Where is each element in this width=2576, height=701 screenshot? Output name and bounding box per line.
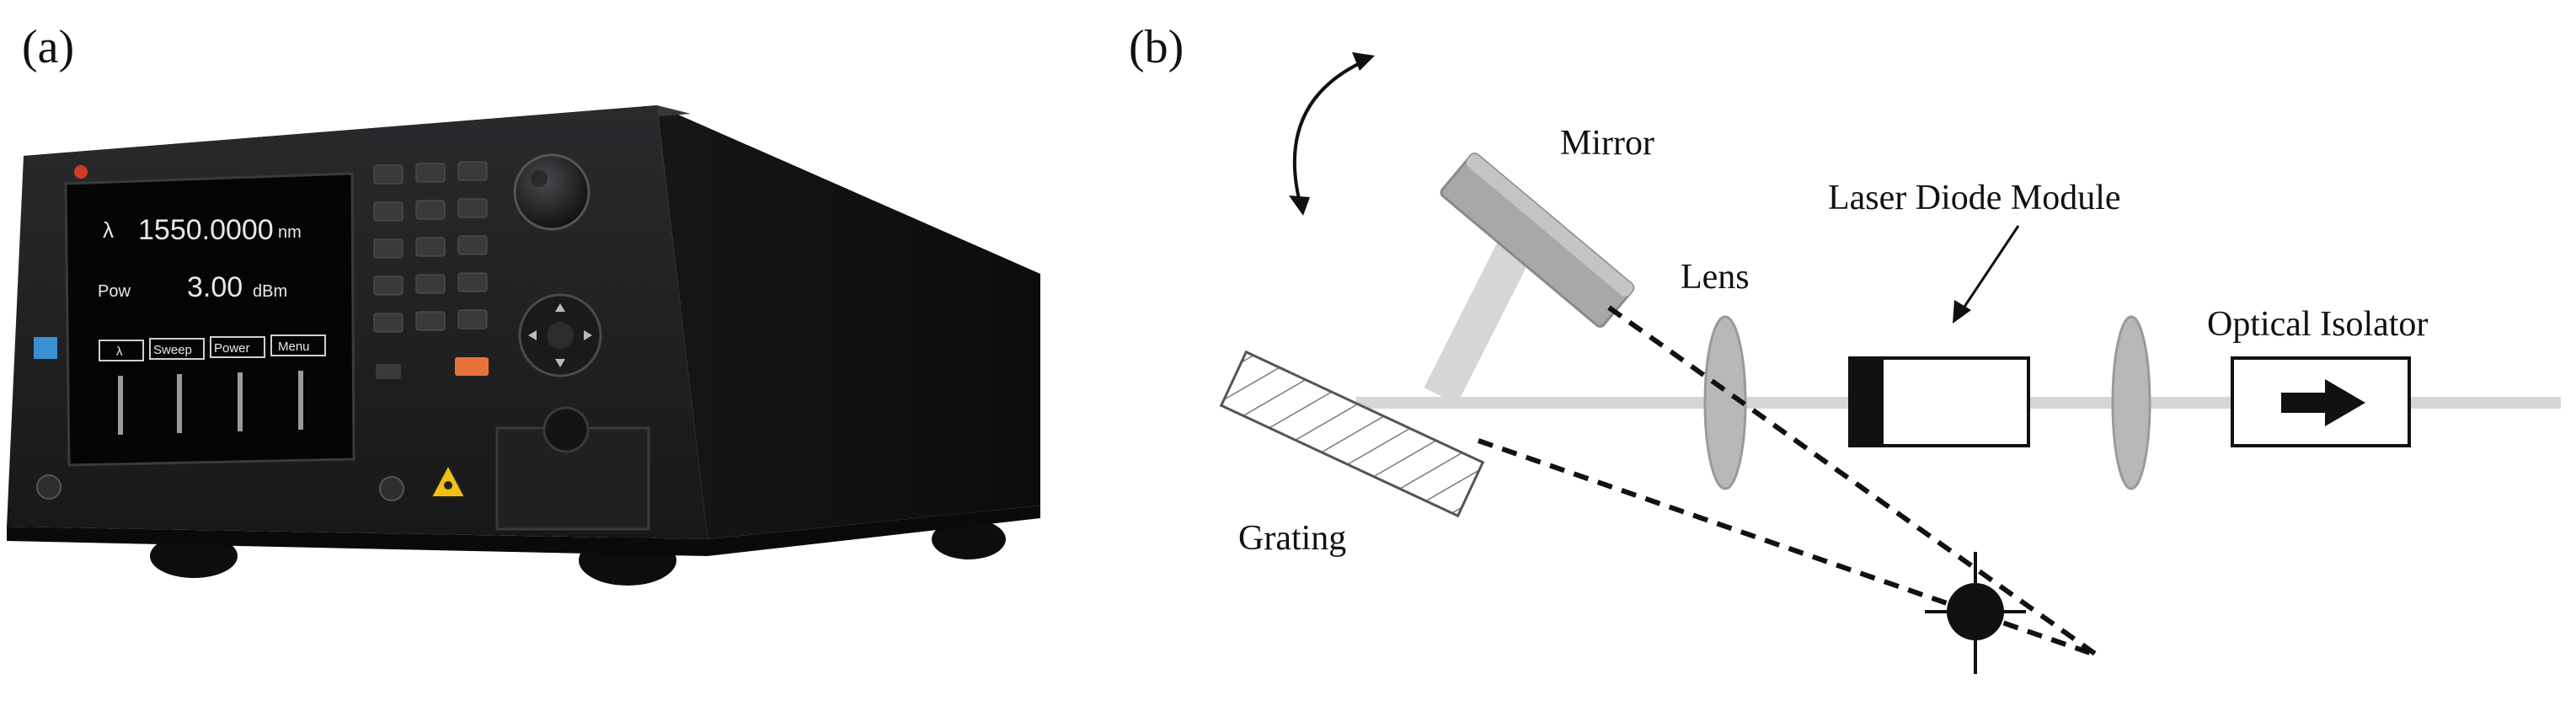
lcd-wavelength-value: 1550.0000 — [138, 214, 274, 246]
label-grating: Grating — [1238, 519, 1346, 558]
keypad-key-13 — [373, 313, 404, 333]
keypad-key-11 — [415, 274, 446, 294]
softkey-box-1 — [99, 340, 144, 361]
module-pointer-arrowhead-icon — [1953, 300, 1971, 324]
mirror-top-face — [1466, 153, 1633, 297]
fiber-connector-icon — [542, 406, 590, 453]
softkey-bar-1 — [118, 376, 123, 435]
nav-up-arrow-icon — [555, 303, 565, 312]
rotation-arrowhead-bottom-icon — [1289, 195, 1310, 216]
device-side-panel — [657, 105, 1040, 539]
knob-dimple — [531, 170, 548, 187]
nav-down-arrow-icon — [555, 359, 565, 367]
lcd-power-unit: dBm — [253, 282, 287, 301]
lcd-power-value: 3.00 — [187, 271, 243, 303]
laser-diode-facet — [1850, 358, 1884, 446]
softkey-label-3: Power — [214, 341, 250, 356]
nav-pad-center — [547, 322, 574, 349]
pivot-point-icon — [1947, 583, 2004, 640]
panel-b-label: (b) — [1129, 21, 1184, 73]
key-switch-icon — [379, 476, 404, 501]
softkey-label-2: Sweep — [153, 343, 192, 357]
label-lens: Lens — [1681, 258, 1750, 297]
output-key — [455, 357, 489, 376]
side-tag — [34, 337, 57, 359]
keypad — [373, 161, 488, 333]
mirror-body — [1440, 153, 1635, 328]
softkey-bar-3 — [238, 372, 243, 431]
softkey-box-4 — [270, 334, 326, 356]
lcd-power-label: Pow — [98, 282, 131, 301]
softkey-label-1: λ — [116, 345, 123, 359]
softkey-label-4: Menu — [278, 340, 310, 354]
power-button-icon — [36, 474, 61, 500]
laser-warning-symbol — [444, 481, 452, 490]
keypad-key-12 — [457, 272, 488, 292]
isolator-arrow-icon — [2325, 379, 2365, 426]
keypad-key-14 — [415, 311, 446, 331]
keypad-key-1 — [373, 164, 404, 185]
local-key — [376, 364, 401, 379]
lens-2 — [2111, 315, 2151, 490]
brand-logo-icon — [74, 165, 88, 179]
lcd-screen — [64, 172, 355, 467]
softkey-box-3 — [210, 336, 265, 358]
isolator-arrow-shaft — [2281, 393, 2325, 413]
softkey-bar-2 — [177, 374, 182, 433]
dashed-line-grating — [1478, 438, 2098, 658]
optical-setup-diagram: Mirror Lens Laser Diode Module Optical I… — [1219, 52, 2561, 674]
panel-a-label: (a) — [22, 21, 74, 73]
mirror — [1440, 153, 1635, 328]
lcd-wavelength-symbol: λ — [103, 217, 114, 243]
keypad-key-2 — [415, 163, 446, 183]
softkey-box-2 — [149, 338, 205, 360]
nav-left-arrow-icon — [528, 330, 537, 340]
rotary-knob-icon — [513, 153, 591, 231]
keypad-key-8 — [415, 237, 446, 257]
label-laser-diode-module: Laser Diode Module — [1828, 179, 2121, 217]
keypad-key-10 — [373, 276, 404, 296]
keypad-key-15 — [457, 309, 488, 329]
lcd-softkeys: λ Sweep Power Menu — [99, 334, 326, 435]
keypad-key-4 — [373, 201, 404, 222]
grating-body — [1219, 350, 1485, 518]
rotation-arrow — [1292, 57, 1370, 210]
label-optical-isolator: Optical Isolator — [2207, 305, 2428, 344]
reflected-beam — [1424, 238, 1533, 404]
module-pointer-line — [1959, 225, 2020, 313]
keypad-key-3 — [457, 161, 488, 181]
keypad-key-5 — [415, 200, 446, 220]
lcd-wavelength-unit: nm — [278, 223, 302, 242]
softkey-bar-4 — [298, 371, 303, 430]
device-base-shadow — [7, 506, 1040, 556]
device-foot-rear — [932, 519, 1006, 559]
rotation-arrowhead-top-icon — [1352, 52, 1375, 71]
keypad-key-9 — [457, 235, 488, 255]
keypad-key-6 — [457, 198, 488, 218]
keypad-key-7 — [373, 238, 404, 259]
label-mirror: Mirror — [1560, 124, 1654, 163]
nav-right-arrow-icon — [584, 330, 592, 340]
laser-source-device: λ 1550.0000 nm Pow 3.00 dBm λ Sweep Powe… — [7, 105, 1040, 586]
grating — [1219, 350, 1485, 518]
